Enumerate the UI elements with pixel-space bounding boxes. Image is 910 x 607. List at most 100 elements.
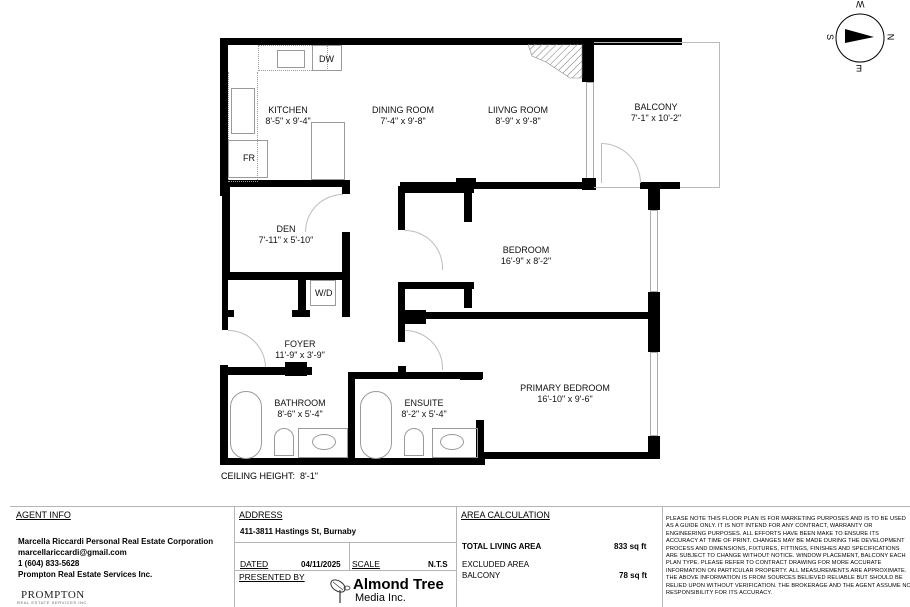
total-living-value: 833 sq ft — [614, 542, 647, 551]
title-block: AGENT INFO Marcella Riccardi Personal Re… — [10, 506, 910, 607]
wall-closet-1-top — [398, 186, 474, 193]
kitchen-counter-top — [258, 45, 328, 71]
dishwasher-label: DW — [319, 54, 334, 64]
kitchen-island — [311, 122, 345, 180]
total-living-label: TOTAL LIVING AREA — [462, 542, 542, 551]
ensuite-vanity-icon — [432, 428, 478, 458]
wall-col-2 — [582, 178, 596, 190]
disclaimer-section: PLEASE NOTE THIS FLOOR PLAN IS FOR MARKE… — [662, 507, 910, 607]
address-section: ADDRESS 411-3811 Hastings St, Burnaby DA… — [234, 507, 457, 607]
almond-leaf-icon — [330, 579, 351, 603]
almond-tree-logo: Almond Tree Media Inc. — [329, 576, 457, 606]
agent-name: Marcella Riccardi Personal Real Estate C… — [18, 537, 214, 546]
agent-phone: 1 (604) 833-5628 — [18, 559, 80, 568]
ensuite-sink-bowl-icon — [440, 434, 464, 450]
wall-closet-2-top — [398, 282, 474, 289]
sink-bowl-icon — [312, 434, 336, 450]
address-divider — [235, 542, 457, 543]
area-title: AREA CALCULATION — [461, 510, 550, 520]
wall-living-balcony — [582, 38, 594, 82]
wall-right-3 — [648, 436, 660, 458]
address-title: ADDRESS — [239, 510, 283, 520]
wall-bedroom-bottom — [405, 312, 660, 319]
wall-closet-1-left — [398, 186, 405, 230]
scale-label: SCALE — [352, 559, 380, 569]
agent-brokerage: Prompton Real Estate Services Inc. — [18, 570, 153, 579]
wall-left-bath — [220, 365, 228, 465]
wall-closet-2-right — [464, 282, 472, 308]
balcony-area-label: BALCONY — [462, 571, 501, 580]
agent-email: marcellariccardi@gmail.com — [18, 548, 127, 557]
ensuite-toilet-icon — [404, 428, 424, 456]
wall-left-upper — [220, 38, 228, 196]
compass: W N E S — [825, 0, 895, 73]
fireplace-icon — [528, 44, 583, 79]
window-primary — [650, 352, 658, 436]
bathtub-icon — [230, 391, 262, 459]
ensuite-bathtub-icon — [360, 391, 392, 459]
wall-top — [220, 38, 682, 45]
toilet-icon — [274, 428, 294, 456]
compass-arrow-icon — [835, 13, 885, 63]
prompton-logo: PROMPTON REAL ESTATE SERVICES INC. — [17, 589, 89, 605]
vanity-sink-icon — [298, 428, 348, 458]
wall-wd-left — [298, 272, 306, 317]
dated-scale-divider — [349, 542, 350, 570]
excluded-area-label: EXCLUDED AREA — [462, 560, 530, 569]
wall-living-bottom — [400, 182, 596, 189]
wall-closet-1-right — [464, 186, 472, 222]
wall-bath-top — [220, 367, 312, 375]
wall-den-right — [342, 180, 350, 194]
address-value: 411-3811 Hastings St, Burnaby — [240, 527, 357, 536]
wall-primary-stub — [460, 372, 482, 380]
stove-icon — [231, 88, 255, 134]
wall-col-1 — [456, 178, 476, 186]
fridge-label: FR — [243, 153, 255, 163]
agent-info-title: AGENT INFO — [16, 510, 71, 520]
wall-left-foyer — [222, 280, 228, 330]
wall-balcony-bottom — [640, 182, 680, 189]
wall-primary-left — [476, 420, 484, 460]
presented-by-label: PRESENTED BY — [239, 572, 305, 582]
wall-kitchen-bottom — [222, 180, 350, 187]
washer-dryer — [310, 280, 336, 306]
wall-right-1 — [648, 182, 660, 210]
window-bedroom — [650, 210, 658, 292]
wall-bath-ensuite-divider — [348, 375, 355, 463]
primary-door-swing — [405, 330, 443, 370]
dated-label: DATED — [240, 559, 269, 569]
wall-left-den — [222, 180, 230, 280]
sink-icon — [277, 50, 305, 68]
wall-bath-top-col — [285, 362, 307, 376]
dishwasher — [312, 45, 342, 71]
kitchen-counter-left — [228, 72, 258, 182]
area-calculation-section: AREA CALCULATION TOTAL LIVING AREA 833 s… — [456, 507, 662, 607]
wall-foyer-stub — [292, 310, 310, 317]
wall-bottom-right — [480, 452, 660, 459]
disclaimer-text: PLEASE NOTE THIS FLOOR PLAN IS FOR MARKE… — [666, 516, 910, 597]
ceiling-height: CEILING HEIGHT: 8'-1" — [221, 471, 318, 481]
scale-value: N.T.S — [428, 560, 448, 569]
fridge — [228, 140, 268, 178]
presented-divider — [235, 570, 457, 571]
wall-den-bottom — [228, 272, 348, 280]
wall-foyer-left-stub — [222, 310, 234, 317]
wall-right-2 — [648, 292, 660, 352]
bedroom-door-swing — [405, 230, 443, 270]
entry-door-swing — [228, 330, 266, 368]
wall-ensuite-top-col — [398, 366, 406, 378]
dated-value: 04/11/2025 — [301, 560, 341, 569]
sliding-door — [586, 82, 594, 182]
balcony-area-value: 78 sq ft — [619, 571, 648, 580]
